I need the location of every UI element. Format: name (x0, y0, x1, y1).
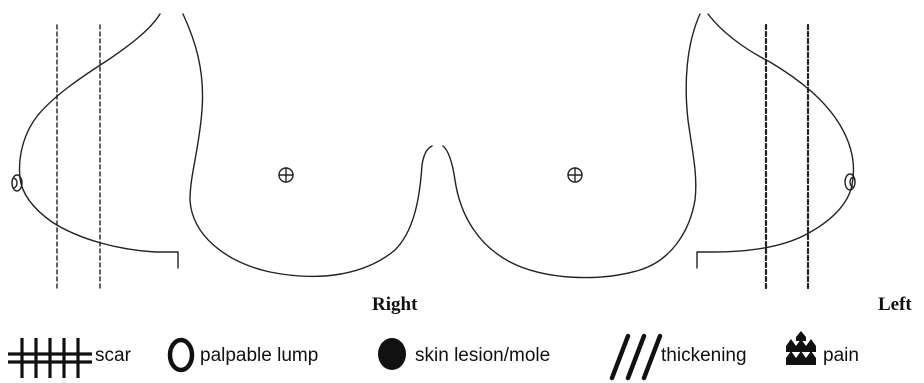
right-breast-outline (183, 14, 432, 276)
left-breast-outline (443, 14, 700, 278)
right-nipple (279, 168, 293, 182)
right-side-label: Right (372, 294, 417, 316)
pain-icon (786, 331, 816, 365)
palpable-lump-icon (170, 340, 192, 370)
legend-label-scar: scar (95, 345, 131, 367)
legend-label-skin-lesion-mole: skin lesion/mole (415, 345, 550, 367)
right-side-profile (12, 14, 178, 268)
right-side-vertical-lines (57, 25, 100, 288)
scar-icon (8, 338, 92, 378)
legend-label-thickening: thickening (661, 345, 747, 367)
left-side-vertical-lines (766, 25, 808, 288)
thickening-icon (612, 336, 660, 378)
left-side-profile (697, 14, 855, 268)
legend-label-pain: pain (823, 345, 859, 367)
left-nipple (568, 168, 582, 182)
legend-label-palpable-lump: palpable lump (200, 345, 318, 367)
left-side-label: Left (878, 294, 912, 316)
skin-lesion-mole-icon (378, 338, 406, 370)
